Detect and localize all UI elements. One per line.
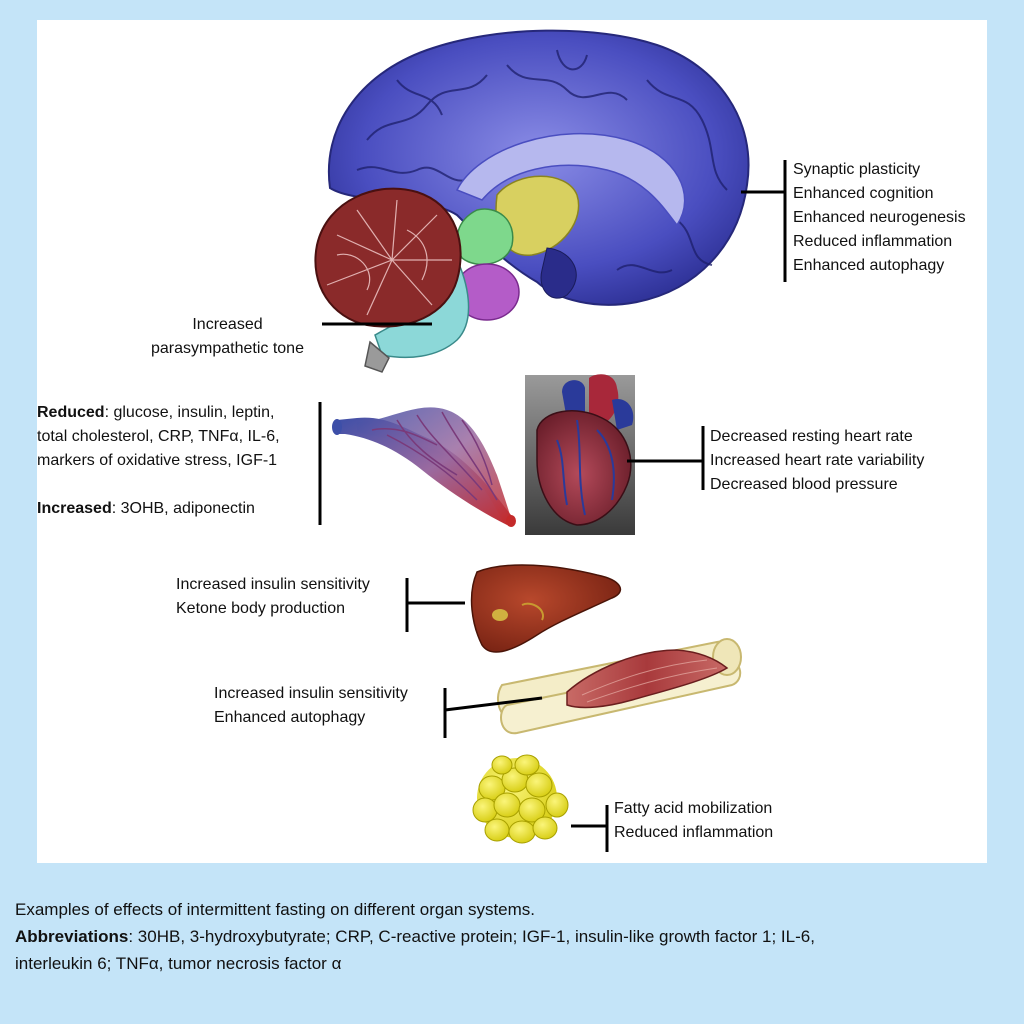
brain-effect-1: Synaptic plasticity bbox=[793, 161, 921, 178]
abbreviations-label: Abbreviations bbox=[15, 927, 129, 946]
reduced-line-2: total cholesterol, CRP, TNFα, IL-6, bbox=[37, 428, 280, 445]
hypothalamus bbox=[540, 247, 577, 299]
brainstem-effects-label: Increased parasympathetic tone bbox=[151, 313, 304, 361]
muscle-illustration bbox=[497, 638, 742, 735]
organ-diagram bbox=[314, 29, 787, 852]
reduced-line-1: : glucose, insulin, leptin, bbox=[104, 404, 275, 421]
heart-effects-list: Decreased resting heart rate Increased h… bbox=[710, 425, 924, 497]
heart-effect-1: Decreased resting heart rate bbox=[710, 428, 913, 445]
heart-effect-3: Decreased blood pressure bbox=[710, 476, 898, 493]
figure-panel: Synaptic plasticity Enhanced cognition E… bbox=[37, 20, 987, 863]
fat-effect-1: Fatty acid mobilization bbox=[614, 800, 773, 817]
heart-ventricles bbox=[536, 410, 632, 526]
caption-title: Examples of effects of intermittent fast… bbox=[15, 900, 536, 919]
brainstem-effect-line-2: parasympathetic tone bbox=[151, 340, 304, 357]
liver-effects-bracket bbox=[405, 578, 465, 632]
muscle-effect-2: Enhanced autophagy bbox=[214, 709, 366, 726]
brainstem-effect-line-1: Increased bbox=[192, 316, 263, 333]
muscle-effect-1: Increased insulin sensitivity bbox=[214, 685, 408, 702]
brain-effect-2: Enhanced cognition bbox=[793, 185, 934, 202]
reduced-line-3: markers of oxidative stress, IGF-1 bbox=[37, 452, 278, 469]
increased-label: Increased bbox=[37, 500, 112, 517]
brain-effect-5: Enhanced autophagy bbox=[793, 257, 945, 274]
heart-effects-bracket bbox=[627, 426, 705, 490]
heart-illustration bbox=[525, 374, 635, 535]
adipose-illustration bbox=[472, 754, 569, 844]
brain-illustration bbox=[314, 29, 750, 373]
abbreviations-line-1: : 30HB, 3-hydroxybutyrate; CRP, C-reacti… bbox=[128, 927, 815, 946]
liver-illustration bbox=[470, 564, 622, 653]
corpus-callosum bbox=[455, 132, 686, 227]
heart-effect-2: Increased heart rate variability bbox=[710, 452, 925, 469]
brain-effects-list: Synaptic plasticity Enhanced cognition E… bbox=[793, 158, 966, 278]
liver-effect-2: Ketone body production bbox=[176, 600, 346, 617]
muscle-effects-bracket bbox=[443, 688, 543, 738]
fat-effects-list: Fatty acid mobilization Reduced inflamma… bbox=[614, 797, 773, 845]
increased-text: : 3OHB, adiponectin bbox=[111, 500, 255, 517]
fat-effect-2: Reduced inflammation bbox=[614, 824, 774, 841]
liver-effects-list: Increased insulin sensitivity Ketone bod… bbox=[176, 573, 370, 621]
fat-effects-bracket bbox=[571, 805, 609, 852]
liver-effect-1: Increased insulin sensitivity bbox=[176, 576, 370, 593]
blood-vessel-illustration bbox=[332, 407, 516, 527]
brain-effect-4: Reduced inflammation bbox=[793, 233, 953, 250]
spinal-cord bbox=[364, 340, 390, 373]
muscle-effects-list: Increased insulin sensitivity Enhanced a… bbox=[214, 682, 408, 730]
abbreviations-line-2: interleukin 6; TNFα, tumor necrosis fact… bbox=[15, 954, 342, 973]
reduced-label: Reduced bbox=[37, 404, 105, 421]
forearm-muscle bbox=[566, 649, 729, 709]
brain-effects-bracket bbox=[741, 160, 787, 282]
blood-markers-text: Reduced: glucose, insulin, leptin, total… bbox=[37, 401, 280, 521]
brain-effect-3: Enhanced neurogenesis bbox=[793, 209, 966, 226]
figure-caption: Examples of effects of intermittent fast… bbox=[15, 896, 815, 977]
